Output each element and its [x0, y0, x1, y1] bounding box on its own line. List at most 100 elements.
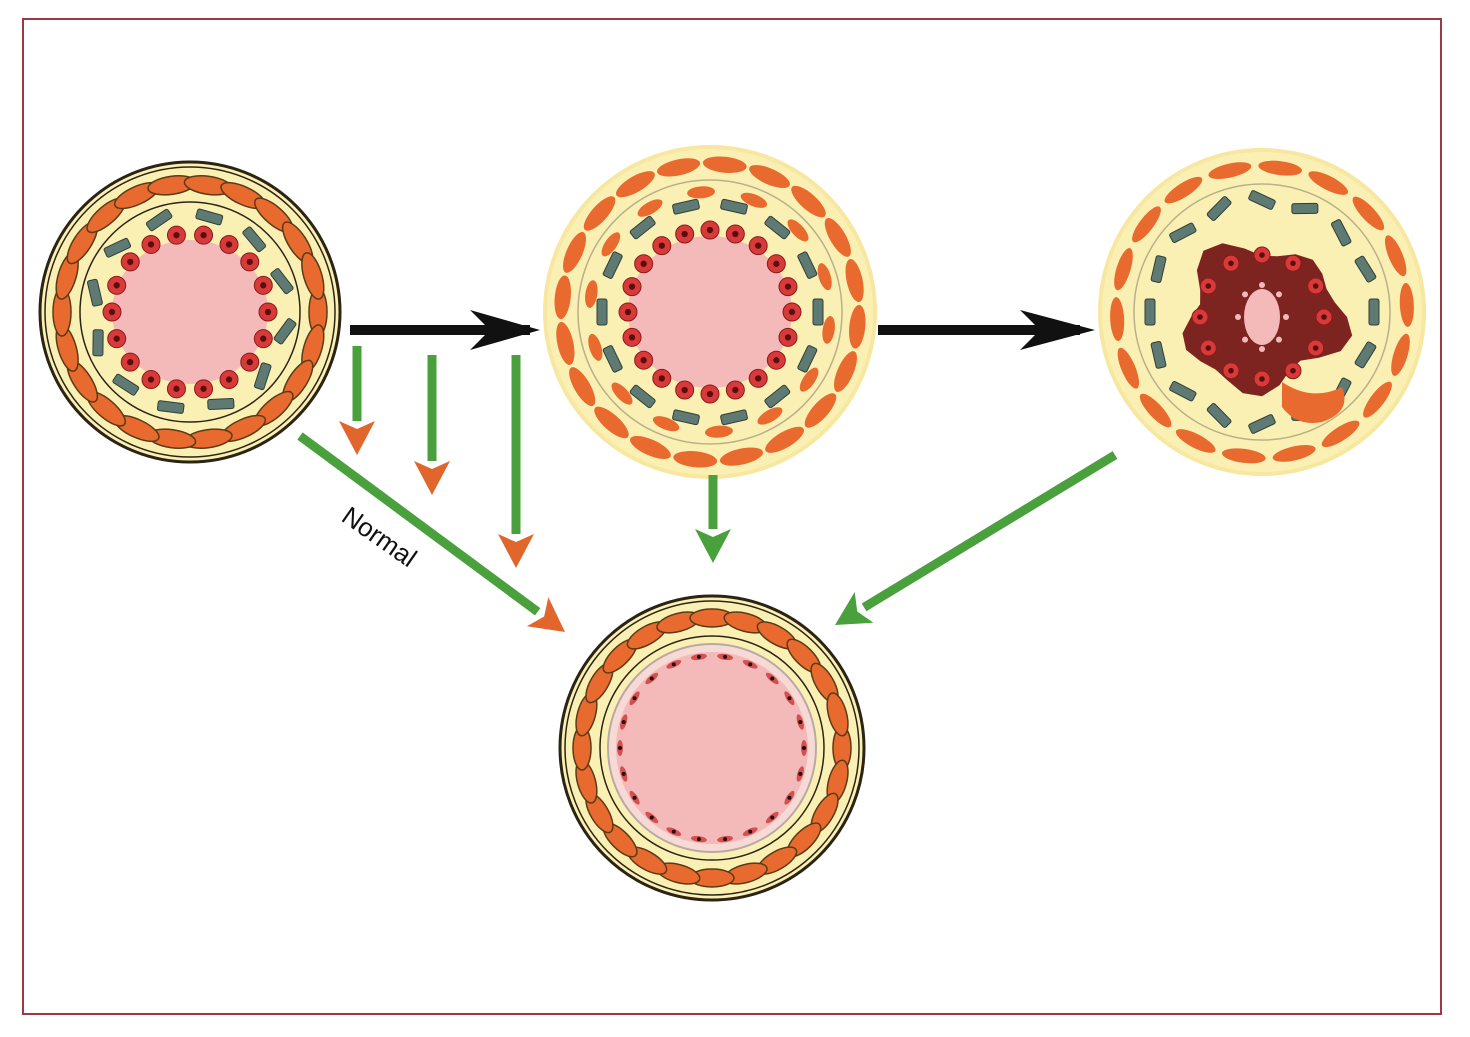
resolution-arrow-from-occluded — [835, 455, 1115, 625]
normal-vessel-cross-section — [40, 162, 340, 462]
cell-nucleus — [148, 241, 154, 247]
cell-nucleus — [748, 830, 752, 834]
cell-nucleus — [773, 357, 779, 363]
cell-nucleus — [1259, 376, 1265, 382]
progression-arrow-2 — [878, 310, 1095, 350]
occluded-vessel-cross-section — [1100, 150, 1424, 474]
resolution-arrow-normal — [300, 436, 565, 632]
cell-nucleus — [173, 386, 179, 392]
lumen-dot — [1259, 346, 1265, 352]
cell-nucleus — [672, 830, 676, 834]
cell-nucleus — [247, 259, 253, 265]
residual-lumen — [1244, 289, 1280, 345]
resolution-arrow-short — [339, 346, 375, 455]
progression-arrow-1 — [350, 310, 540, 350]
cell-nucleus — [798, 772, 802, 776]
cell-nucleus — [659, 243, 665, 249]
cell-nucleus — [770, 816, 774, 820]
cell-nucleus — [789, 309, 795, 315]
cell-nucleus — [787, 696, 791, 700]
cell-nucleus — [723, 837, 727, 841]
cell-nucleus — [650, 676, 654, 680]
cell-nucleus — [127, 259, 133, 265]
cell-nucleus — [260, 282, 266, 288]
cell-nucleus — [682, 387, 688, 393]
cell-nucleus — [1228, 368, 1234, 374]
cell-nucleus — [200, 232, 206, 238]
resolution-arrow-mid — [414, 355, 450, 495]
cell-nucleus — [618, 746, 622, 750]
fibroblast-cell — [1292, 203, 1318, 213]
cell-nucleus — [629, 334, 635, 340]
cell-nucleus — [1228, 261, 1234, 267]
cell-nucleus — [641, 261, 647, 267]
cell-nucleus — [802, 746, 806, 750]
cell-nucleus — [127, 359, 133, 365]
fibroblast-cell — [597, 299, 607, 325]
cell-nucleus — [1206, 345, 1212, 351]
cell-nucleus — [1206, 283, 1212, 289]
cell-nucleus — [226, 241, 232, 247]
cell-nucleus — [798, 720, 802, 724]
cell-nucleus — [1313, 345, 1319, 351]
cell-nucleus — [785, 284, 791, 290]
cell-nucleus — [1321, 314, 1327, 320]
cell-nucleus — [1290, 368, 1296, 374]
fibroblast-cell — [1145, 299, 1155, 325]
resolution-arrow-long — [498, 355, 534, 568]
cell-nucleus — [732, 231, 738, 237]
fibroblast-cell — [1369, 299, 1379, 325]
lumen-dot — [1242, 291, 1248, 297]
lumen-dot — [1283, 314, 1289, 320]
cell-nucleus — [732, 387, 738, 393]
cell-nucleus — [226, 376, 232, 382]
vessel-lumen — [628, 236, 792, 388]
cell-nucleus — [697, 837, 701, 841]
cell-nucleus — [682, 231, 688, 237]
cell-nucleus — [1313, 283, 1319, 289]
cell-nucleus — [672, 662, 676, 666]
cell-nucleus — [260, 336, 266, 342]
cell-nucleus — [633, 796, 637, 800]
cell-nucleus — [265, 309, 271, 315]
resolution-arrow-from-remodeling — [695, 475, 731, 563]
cell-nucleus — [785, 334, 791, 340]
cell-nucleus — [773, 261, 779, 267]
cell-nucleus — [770, 676, 774, 680]
cell-nucleus — [659, 375, 665, 381]
cell-nucleus — [247, 359, 253, 365]
cell-nucleus — [1259, 252, 1265, 258]
cell-nucleus — [641, 357, 647, 363]
cell-nucleus — [114, 282, 120, 288]
cell-nucleus — [697, 655, 701, 659]
cell-nucleus — [200, 386, 206, 392]
fibroblast-cell — [208, 398, 234, 409]
lumen-dot — [1276, 291, 1282, 297]
cell-nucleus — [622, 720, 626, 724]
remodeling-vessel-cross-section — [545, 147, 875, 477]
cell-nucleus — [629, 284, 635, 290]
lumen-dot — [1259, 282, 1265, 288]
lumen-dot — [1276, 337, 1282, 343]
lumen-dot — [1235, 314, 1241, 320]
cell-nucleus — [755, 243, 761, 249]
cell-nucleus — [707, 391, 713, 397]
cell-nucleus — [114, 336, 120, 342]
cell-nucleus — [650, 816, 654, 820]
cell-nucleus — [748, 662, 752, 666]
cell-nucleus — [109, 309, 115, 315]
cell-nucleus — [148, 376, 154, 382]
cell-nucleus — [633, 696, 637, 700]
recovered-vessel-cross-section — [560, 596, 864, 900]
cell-nucleus — [723, 655, 727, 659]
cell-nucleus — [625, 309, 631, 315]
normal-label: Normal — [337, 500, 423, 573]
cell-nucleus — [622, 772, 626, 776]
fibroblast-cell — [813, 299, 823, 325]
vessel-lumen — [616, 652, 808, 844]
cell-nucleus — [1197, 314, 1203, 320]
cell-nucleus — [787, 796, 791, 800]
cell-nucleus — [173, 232, 179, 238]
cell-nucleus — [707, 227, 713, 233]
